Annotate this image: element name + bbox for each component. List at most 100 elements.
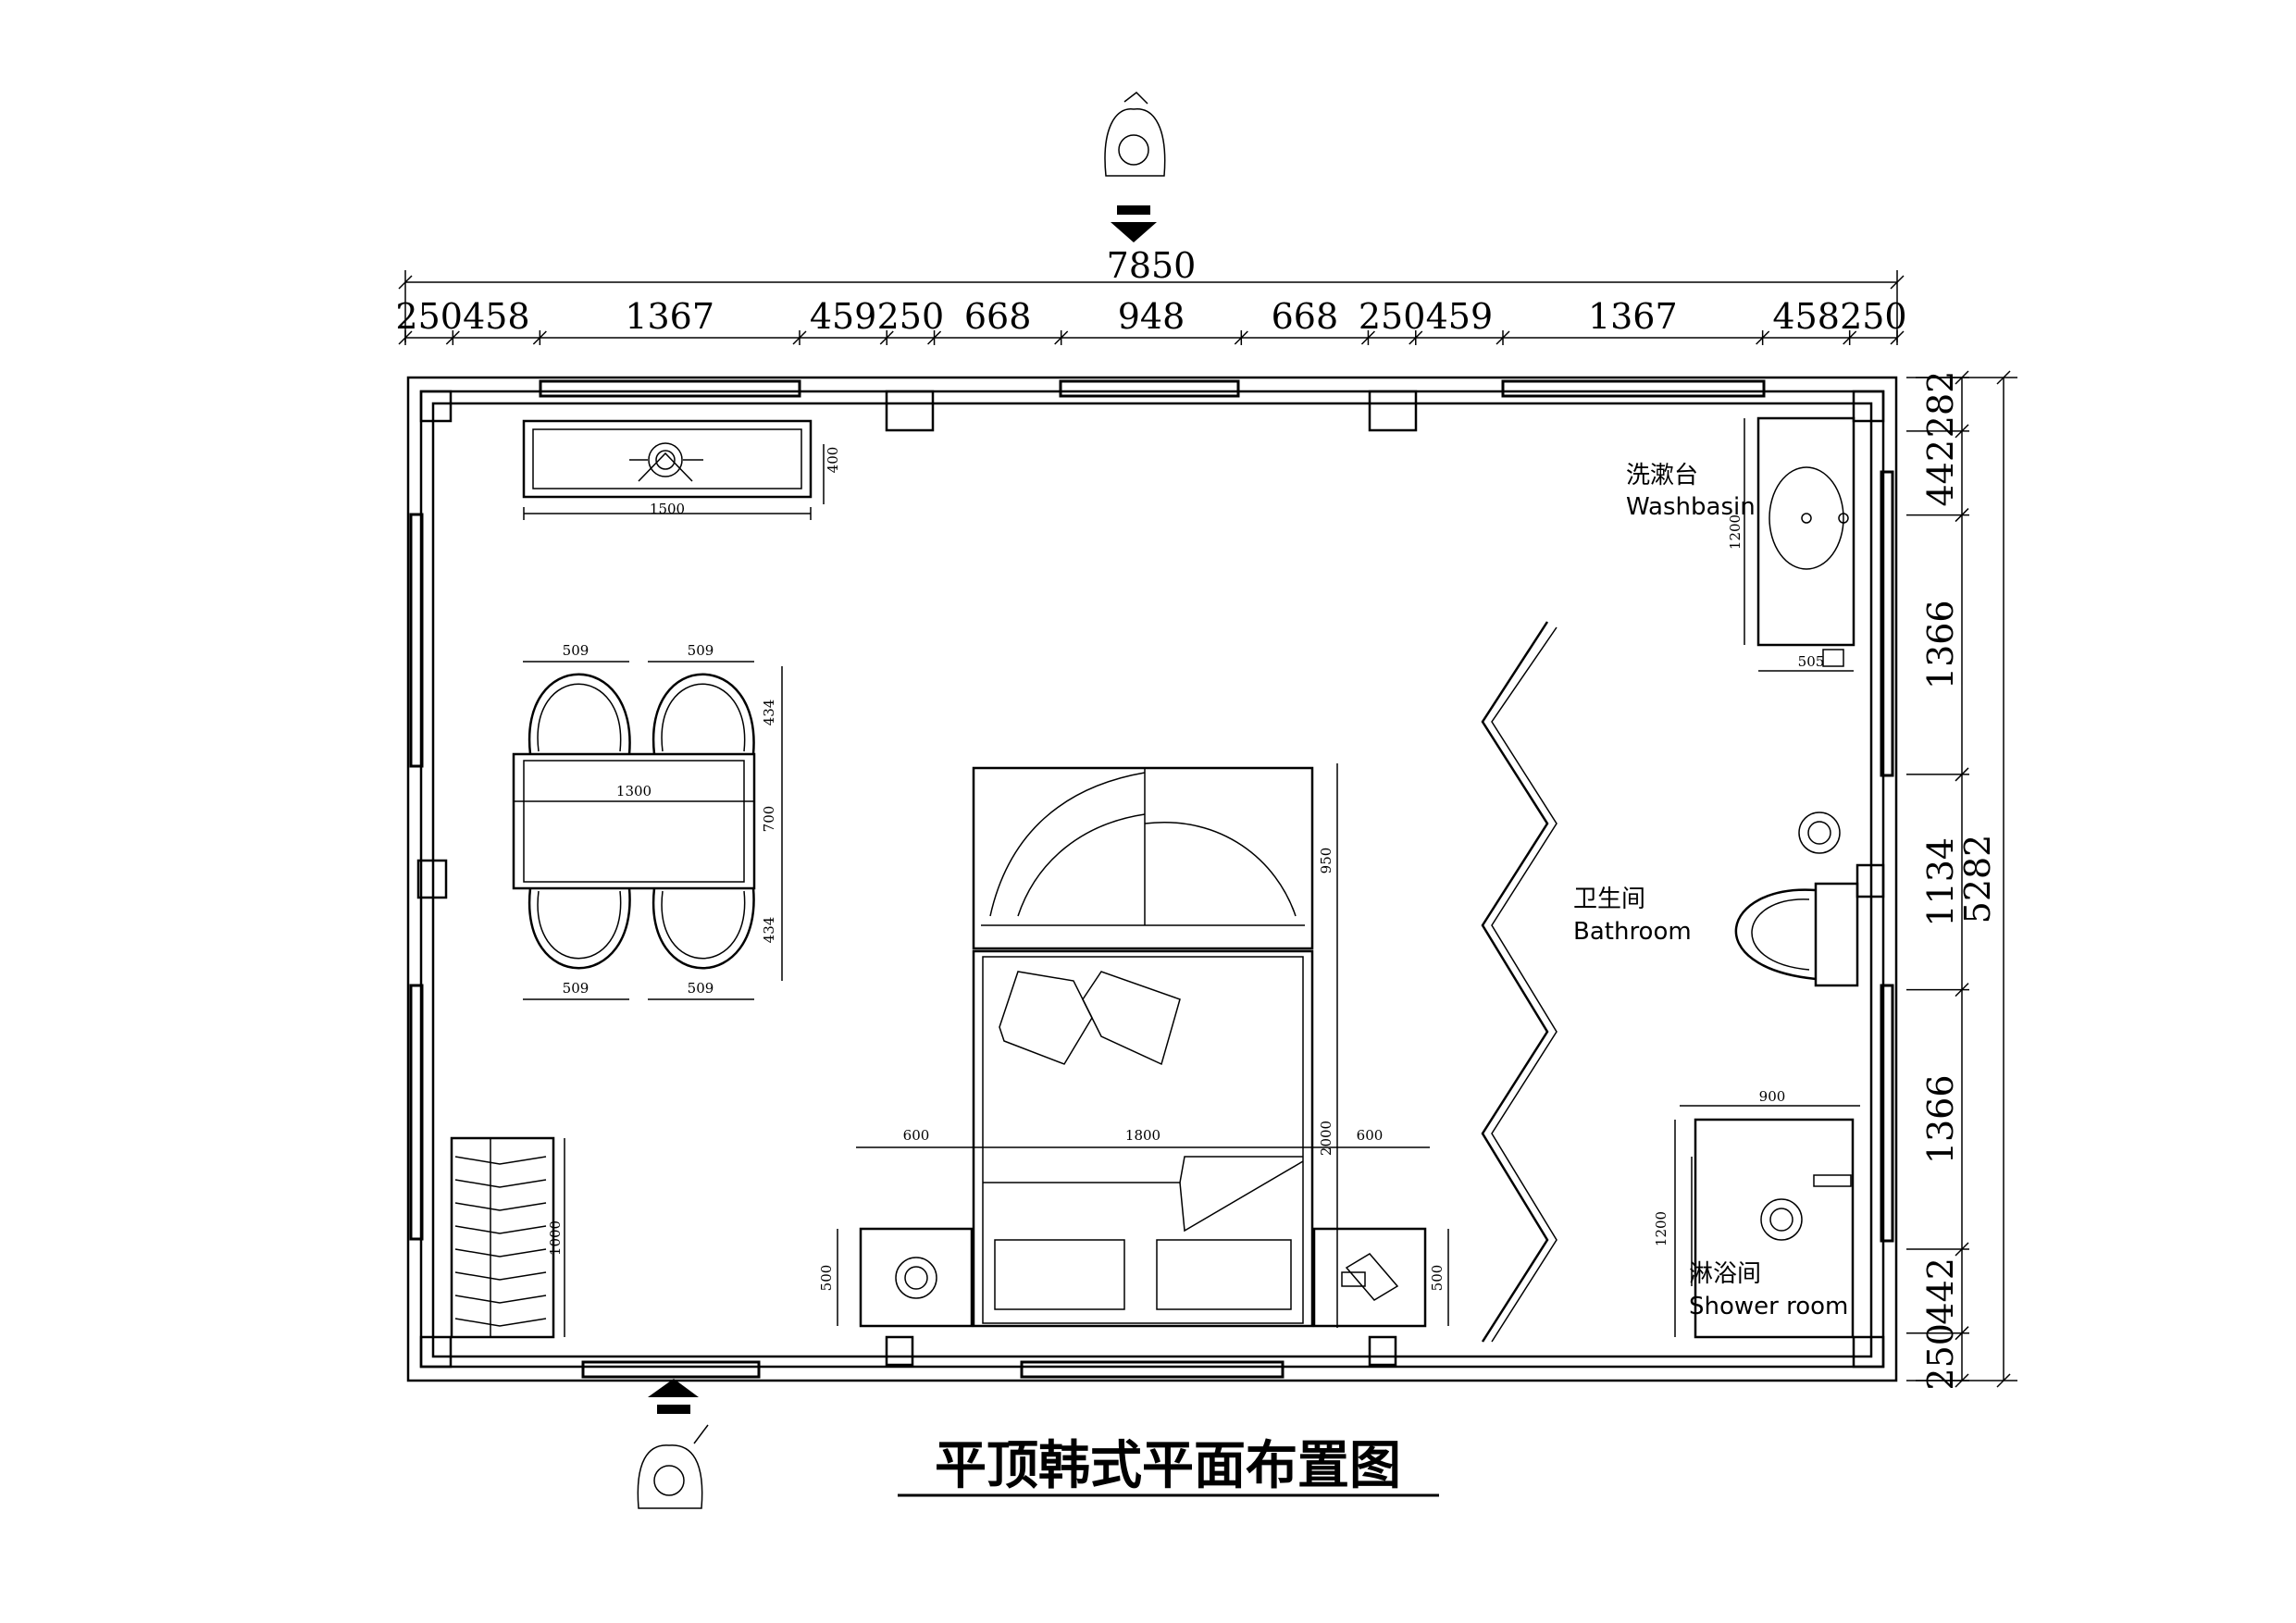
right-dim-slash bbox=[1955, 1242, 1969, 1257]
dining-set: 1300 509 509 509 509 434 700 434 bbox=[512, 642, 783, 1000]
shoe-rack-height-label: 1000 bbox=[547, 1220, 564, 1256]
bathroom-en-label: Bathroom bbox=[1573, 918, 1692, 946]
bed: 600 1800 600 2000 bbox=[856, 949, 1430, 1328]
top-dim-slash bbox=[1843, 330, 1857, 345]
top-dim-slash bbox=[398, 330, 413, 345]
top-dim-label: 459 bbox=[810, 296, 877, 337]
toilet bbox=[1734, 882, 1859, 987]
overall-height-dimension: 5282 bbox=[1916, 370, 2017, 1388]
shower-cn-label: 淋浴间 bbox=[1689, 1260, 1761, 1288]
chair-bottom-depth: 434 bbox=[761, 917, 777, 944]
top-dim-slash bbox=[532, 330, 547, 345]
top-dim-slash bbox=[1234, 330, 1248, 345]
shower-en-label: Shower room bbox=[1689, 1293, 1848, 1320]
top-dim-slash bbox=[1496, 330, 1510, 345]
wardrobe-height-label: 950 bbox=[1318, 848, 1334, 874]
top-dim-slash bbox=[1054, 330, 1069, 345]
right-dim-slash bbox=[1955, 370, 1969, 385]
right-dim-label: 442 bbox=[1920, 440, 1961, 507]
shower-height-label: 1200 bbox=[1653, 1211, 1669, 1246]
person-top-icon bbox=[1104, 92, 1166, 177]
top-dim-label: 250 bbox=[395, 296, 463, 337]
bottom-view-arrow-icon bbox=[648, 1379, 699, 1414]
top-dim-label: 250 bbox=[1359, 296, 1426, 337]
chair-bottom-right-width: 509 bbox=[688, 980, 714, 997]
table-width-label: 1300 bbox=[616, 783, 652, 799]
right-dim-slash bbox=[1955, 424, 1969, 439]
shower-room: 900 1200 bbox=[1653, 1088, 1860, 1339]
chair-bottom-left-width: 509 bbox=[563, 980, 590, 997]
top-dim-label: 1367 bbox=[625, 296, 714, 337]
tv-depth-label: 400 bbox=[825, 447, 841, 474]
right-dim-slash bbox=[1955, 983, 1969, 997]
top-dim-slash bbox=[445, 330, 460, 345]
top-dim-label: 250 bbox=[877, 296, 945, 337]
top-dim-slash bbox=[1360, 330, 1375, 345]
top-dim-label: 1367 bbox=[1588, 296, 1678, 337]
person-bottom-icon bbox=[637, 1424, 709, 1509]
top-dim-slash bbox=[1756, 330, 1770, 345]
right-dim-label: 282 bbox=[1920, 371, 1961, 439]
top-dim-label: 459 bbox=[1426, 296, 1494, 337]
table-depth-label: 700 bbox=[761, 806, 777, 833]
right-clearance-label: 600 bbox=[1357, 1127, 1384, 1144]
top-dim-label: 250 bbox=[1840, 296, 1907, 337]
wardrobe: 950 bbox=[972, 763, 1338, 953]
shoe-rack: 1000 bbox=[450, 1136, 565, 1339]
chair-top-left-width: 509 bbox=[563, 642, 590, 659]
right-dim-label: 1134 bbox=[1920, 837, 1961, 927]
drawing-title: 平顶韩式平面布置图 bbox=[898, 1436, 1439, 1497]
right-dim-slash bbox=[1955, 1326, 1969, 1341]
right-dim-slash bbox=[1955, 508, 1969, 523]
overall-width-label: 7850 bbox=[1107, 245, 1197, 286]
top-dim-slash bbox=[792, 330, 807, 345]
chair-bottom-right bbox=[652, 887, 755, 970]
folding-partition bbox=[1481, 621, 1558, 1343]
top-dim-slash bbox=[1409, 330, 1423, 345]
left-clearance-label: 600 bbox=[903, 1127, 930, 1144]
nightstand-right-label: 500 bbox=[1429, 1265, 1446, 1292]
tv-cabinet: 1500 400 bbox=[522, 419, 841, 520]
bed-width-label: 1800 bbox=[1125, 1127, 1160, 1144]
top-dim-label: 458 bbox=[463, 296, 530, 337]
nightstand-left: 500 bbox=[818, 1227, 974, 1328]
top-dim-label: 668 bbox=[964, 296, 1032, 337]
nightstand-right: 500 bbox=[1312, 1227, 1449, 1328]
chair-top-right-width: 509 bbox=[688, 642, 714, 659]
right-dim-label: 1366 bbox=[1920, 600, 1961, 689]
right-dim-slash bbox=[1955, 767, 1969, 782]
overall-width-dimension: 7850 bbox=[398, 245, 1905, 342]
washbasin-cn-label: 洗漱台 bbox=[1626, 462, 1698, 489]
tv-width-label: 1500 bbox=[650, 501, 685, 517]
top-dim-slash bbox=[1890, 330, 1905, 345]
chair-top-right bbox=[652, 673, 755, 755]
chair-top-left bbox=[527, 673, 631, 755]
right-dim-label: 250 bbox=[1920, 1323, 1961, 1391]
chair-bottom-left bbox=[527, 887, 631, 970]
overall-height-label: 5282 bbox=[1957, 835, 1998, 924]
bed-length-label: 2000 bbox=[1318, 1121, 1334, 1156]
top-dim-slash bbox=[879, 330, 894, 345]
shower-width-label: 900 bbox=[1759, 1088, 1786, 1105]
top-dim-slash bbox=[927, 330, 942, 345]
chair-top-depth: 434 bbox=[761, 700, 777, 726]
nightstand-left-label: 500 bbox=[818, 1265, 835, 1292]
bathroom-cn-label: 卫生间 bbox=[1573, 886, 1645, 913]
right-dim-label: 442 bbox=[1920, 1258, 1961, 1325]
top-dim-label: 948 bbox=[1118, 296, 1185, 337]
outer-walls bbox=[406, 376, 1898, 1382]
floor-drain-icon bbox=[1798, 812, 1841, 854]
washbasin-en-label: Washbasin bbox=[1626, 493, 1756, 521]
page-title: 平顶韩式平面布置图 bbox=[935, 1436, 1401, 1496]
washbasin: 1200 505 bbox=[1727, 416, 1855, 672]
top-dim-label: 668 bbox=[1272, 296, 1339, 337]
top-view-arrow-icon bbox=[1111, 205, 1157, 242]
right-dim-slash bbox=[1955, 1373, 1969, 1388]
basin-width-label: 505 bbox=[1798, 653, 1825, 670]
right-dim-label: 1366 bbox=[1920, 1074, 1961, 1164]
basin-height-label: 1200 bbox=[1727, 514, 1744, 550]
top-dim-label: 458 bbox=[1772, 296, 1840, 337]
